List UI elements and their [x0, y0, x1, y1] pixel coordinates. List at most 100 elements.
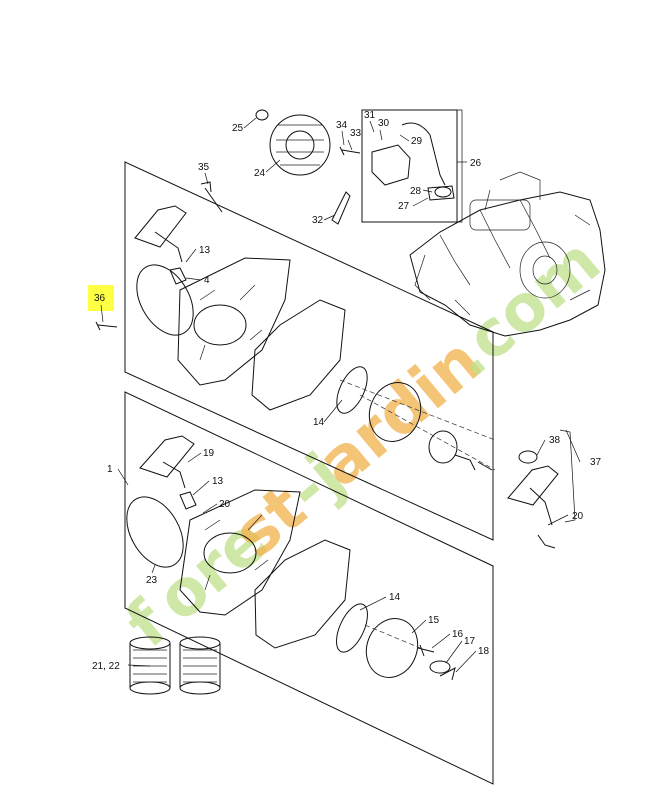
bracket — [331, 191, 351, 225]
upper-frame — [124, 161, 494, 541]
flywheel-bolt — [339, 146, 361, 156]
part-number-label: 31 — [364, 110, 376, 121]
leader-line-c28 — [422, 189, 433, 193]
leader-line-c2122 — [127, 664, 151, 667]
leader-line-c35 — [204, 172, 209, 185]
leader-line-c33 — [347, 139, 353, 151]
upper-starter-handle — [134, 205, 187, 263]
upper-rope-guide — [169, 267, 187, 285]
filter-cartridge-right — [179, 636, 221, 695]
ignition-module — [371, 122, 455, 201]
part-number-label: 13 — [212, 476, 224, 487]
upper-cover-plate — [136, 264, 194, 336]
upper-shroud — [251, 299, 346, 411]
part-number-label: 38 — [549, 435, 561, 446]
leader-line-c20a — [547, 514, 569, 526]
leader-line-c4 — [185, 277, 202, 281]
leader-line-c27 — [412, 197, 429, 207]
leader-line-c30 — [379, 129, 383, 141]
leader-line-c38 — [536, 439, 546, 456]
bracket-37 — [559, 429, 576, 523]
upper-spring — [336, 366, 368, 414]
part-number-label: 13 — [199, 245, 211, 256]
part-number-label: 20 — [572, 511, 584, 522]
lower-rope-guide — [179, 491, 197, 510]
part-number-label: 20 — [219, 499, 231, 510]
part-number-label: 26 — [470, 158, 482, 169]
engine-block — [409, 171, 606, 337]
part-number-label: 21, 22 — [92, 661, 120, 672]
leader-line-c15 — [411, 619, 427, 634]
pin-36 — [95, 321, 118, 331]
leader-line-c36 — [100, 304, 104, 323]
svg-text:.com: .com — [434, 224, 614, 392]
leader-line-c14a — [323, 399, 343, 423]
flywheel — [269, 114, 331, 176]
kit-rope — [537, 534, 556, 549]
leader-line-c13a — [185, 248, 197, 263]
leader-line-c19 — [187, 452, 202, 463]
leader-line-c29 — [399, 134, 410, 142]
part-number-label: 16 — [452, 629, 464, 640]
part-number-label: 23 — [146, 575, 158, 586]
upper-pawl-carrier — [428, 430, 458, 464]
part-number-label: 35 — [198, 162, 210, 173]
leader-line-c14b — [359, 596, 387, 611]
lower-rope-rotor — [365, 618, 419, 678]
bracket-26 — [457, 109, 463, 223]
assembly-line-lower — [364, 624, 426, 651]
lower-bolt — [417, 644, 435, 657]
leader-line-c20b — [202, 503, 218, 514]
leader-line-c25 — [243, 117, 257, 129]
upper-fan-housing — [177, 257, 291, 386]
watermark: f ore st -j ardin .com — [113, 224, 615, 662]
handle-cap — [518, 450, 538, 464]
part-number-label: 4 — [204, 275, 210, 286]
part-number-label: 25 — [232, 123, 244, 134]
leader-line-c13b — [192, 480, 210, 496]
part-number-label: 28 — [410, 186, 422, 197]
part-number-label: 27 — [398, 201, 410, 212]
part-number-label: 15 — [428, 615, 440, 626]
screw-35 — [200, 181, 223, 213]
part-number-label: 34 — [336, 120, 348, 131]
leader-line-c1 — [117, 468, 129, 486]
ignition-kit-box — [361, 109, 458, 223]
upper-clip — [454, 454, 493, 471]
lower-spring — [336, 603, 368, 653]
upper-rope-rotor — [368, 382, 422, 442]
leader-line-c31 — [369, 120, 375, 133]
part-number-label: 37 — [590, 457, 602, 468]
part-number-label: 14 — [389, 592, 401, 603]
lower-fan-housing — [179, 489, 301, 616]
part-number-label: 18 — [478, 646, 490, 657]
part-number-label: 36 — [94, 293, 106, 304]
leader-line-c23 — [151, 564, 156, 574]
leader-line-c32 — [323, 214, 336, 221]
part-number-label: 24 — [254, 168, 266, 179]
leader-line-c34 — [341, 130, 345, 146]
lower-cover-plate — [126, 496, 184, 568]
part-number-label: 33 — [350, 128, 362, 139]
leader-line-c17 — [445, 640, 463, 664]
lower-frame — [124, 391, 494, 785]
leader-line-c37 — [565, 429, 581, 463]
part-number-label: 1 — [107, 464, 113, 475]
filter-cartridge-left — [129, 636, 171, 695]
part-number-label: 30 — [378, 118, 390, 129]
part-number-label: 29 — [411, 136, 423, 147]
part-number-label: 32 — [312, 215, 324, 226]
part-number-label: 14 — [313, 417, 325, 428]
lower-clip — [439, 667, 456, 681]
leader-line-c18 — [455, 650, 477, 673]
lower-washer — [429, 660, 451, 674]
part-number-label: 17 — [464, 636, 476, 647]
part-number-label: 19 — [203, 448, 215, 459]
lower-starter-handle — [139, 435, 195, 489]
leader-line-c16 — [431, 633, 451, 649]
flywheel-nut — [255, 109, 269, 121]
assembly-line-upper — [339, 379, 496, 471]
